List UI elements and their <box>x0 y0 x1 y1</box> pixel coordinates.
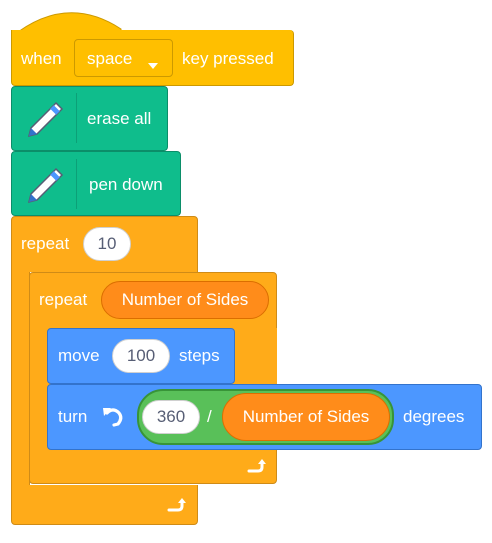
move-suffix: steps <box>179 346 220 365</box>
key-pressed-label: key pressed <box>182 49 274 68</box>
move-steps-input[interactable]: 100 <box>112 339 170 373</box>
pen-down-label: pen down <box>89 175 163 194</box>
divide-symbol: / <box>207 407 212 426</box>
pen-down-block[interactable] <box>11 151 181 216</box>
icon-divider <box>76 93 77 143</box>
outer-repeat-count-input[interactable]: 10 <box>83 227 131 261</box>
icon-divider <box>76 159 77 209</box>
key-dropdown-value: space <box>87 49 133 68</box>
turn-numerator-input[interactable]: 360 <box>142 400 200 434</box>
move-label: move <box>58 346 100 365</box>
pen-icon <box>20 99 66 141</box>
erase-all-label: erase all <box>87 109 152 128</box>
number-of-sides-reporter[interactable]: Number of Sides <box>222 393 390 441</box>
when-label: when <box>21 49 62 68</box>
loop-arrow-icon <box>165 495 187 517</box>
inner-repeat-label: repeat <box>39 290 88 309</box>
erase-all-block[interactable] <box>11 86 168 151</box>
key-dropdown[interactable]: space <box>74 39 173 77</box>
turn-label: turn <box>58 407 88 426</box>
caret-down-icon <box>147 55 159 69</box>
turn-suffix: degrees <box>403 407 465 426</box>
loop-arrow-icon <box>245 456 267 478</box>
pen-icon <box>20 165 66 207</box>
number-of-sides-reporter[interactable]: Number of Sides <box>101 281 269 319</box>
outer-repeat-label: repeat <box>21 234 70 253</box>
rotate-left-icon <box>100 404 126 430</box>
